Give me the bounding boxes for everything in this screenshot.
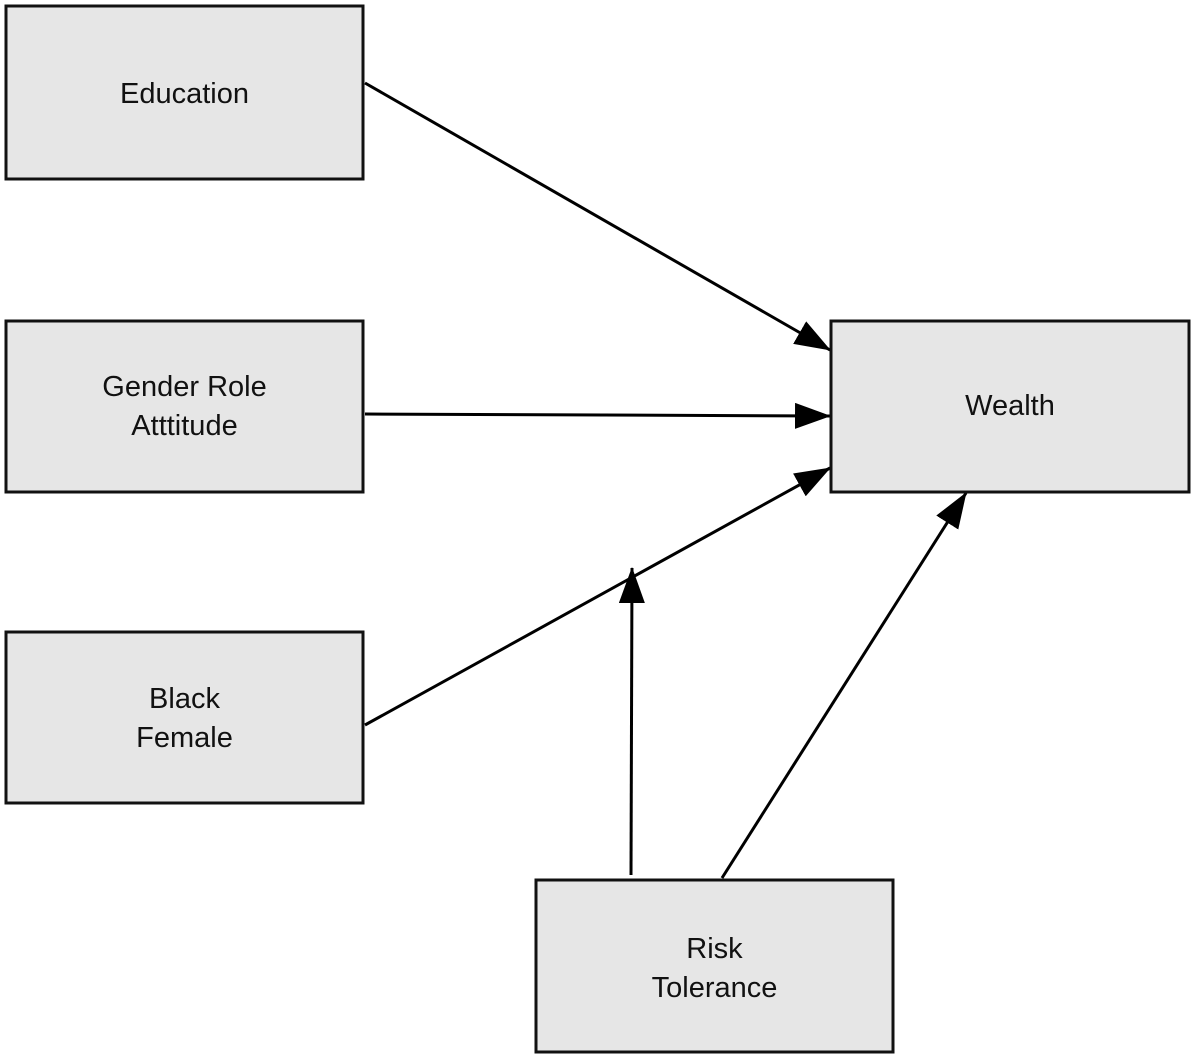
node-black-female: Black Female bbox=[4, 630, 365, 805]
node-wealth-label: Wealth bbox=[965, 390, 1055, 422]
arrow-risk-tolerance-moderation bbox=[618, 567, 645, 876]
node-risk-tolerance: Risk Tolerance bbox=[534, 878, 895, 1054]
arrow-black-female-to-wealth bbox=[364, 466, 831, 727]
node-wealth-box bbox=[829, 319, 1191, 494]
node-education: Education bbox=[4, 4, 365, 181]
node-education-box bbox=[4, 4, 365, 181]
node-risk-tolerance-label-line2: Tolerance bbox=[652, 972, 778, 1004]
node-gender-role-attitude-label-line1: Gender Role bbox=[102, 371, 266, 403]
arrow-risk-tolerance-to-wealth bbox=[720, 492, 968, 879]
node-gender-role-attitude-label-line2: Atttitude bbox=[131, 410, 237, 442]
node-gender-role-attitude-box bbox=[4, 319, 365, 494]
node-risk-tolerance-label-line1: Risk bbox=[686, 933, 743, 965]
edges bbox=[364, 81, 968, 879]
node-wealth: Wealth bbox=[829, 319, 1191, 494]
node-black-female-label-line2: Female bbox=[136, 722, 233, 754]
node-risk-tolerance-box bbox=[534, 878, 895, 1054]
node-black-female-label-line1: Black bbox=[149, 683, 220, 715]
node-black-female-box bbox=[4, 630, 365, 805]
arrow-gender-role-attitude-to-wealth bbox=[364, 402, 831, 429]
node-education-label: Education bbox=[120, 78, 249, 110]
node-gender-role-attitude: Gender Role Atttitude bbox=[4, 319, 365, 494]
arrow-education-to-wealth bbox=[364, 81, 831, 352]
